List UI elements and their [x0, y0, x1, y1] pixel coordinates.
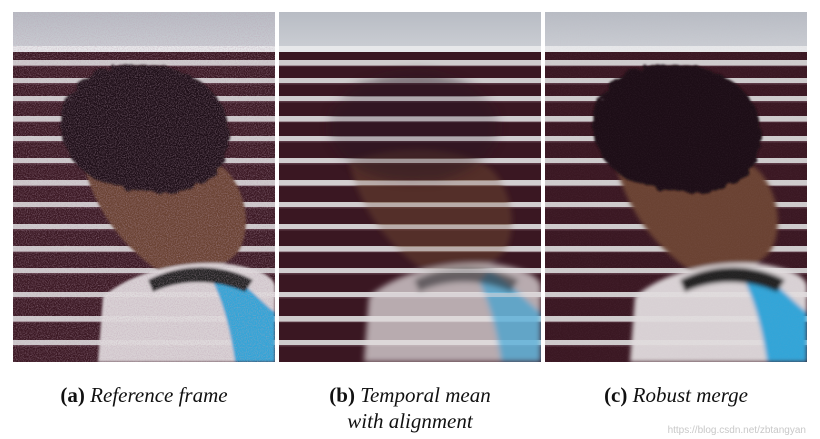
caption-text-line2: with alignment: [347, 409, 473, 433]
caption-label: (b): [329, 383, 355, 407]
image-robust-merge: [545, 12, 807, 362]
caption-text: Robust merge: [632, 383, 748, 407]
panel-reference-frame: [13, 12, 275, 362]
watermark: https://blog.csdn.net/zbtangyan: [667, 425, 806, 436]
caption-label: (a): [60, 383, 85, 407]
caption-c: (c) Robust merge: [545, 382, 807, 408]
panel-temporal-mean: [279, 12, 541, 362]
caption-a: (a) Reference frame: [13, 382, 275, 408]
caption-b: (b) Temporal mean with alignment: [272, 382, 548, 434]
panel-robust-merge: [545, 12, 807, 362]
caption-text: Reference frame: [90, 383, 228, 407]
caption-label: (c): [604, 383, 628, 407]
caption-text: Temporal mean: [360, 383, 491, 407]
image-temporal-mean: [279, 12, 541, 362]
image-reference-frame: [13, 12, 275, 362]
